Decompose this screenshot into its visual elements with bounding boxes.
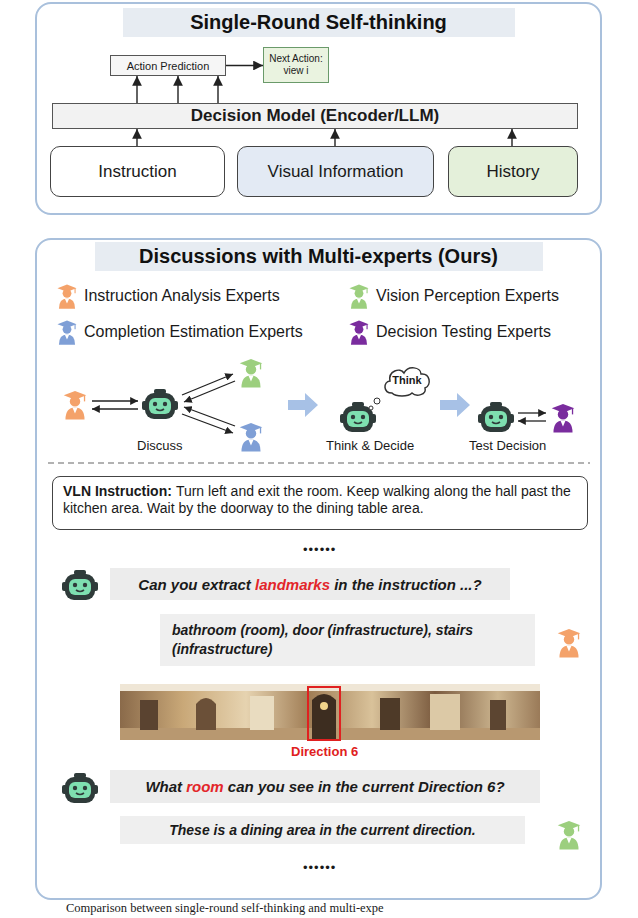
legend-text: Instruction Analysis Experts (84, 287, 280, 305)
legend-text: Completion Estimation Experts (84, 323, 303, 341)
panel-title: Single-Round Self-thinking (123, 8, 515, 37)
answer-bubble: These is a dining area in the current di… (120, 816, 525, 844)
input-box: Visual Information (237, 146, 434, 197)
legend-item: Vision Perception Experts (348, 282, 559, 309)
arrow-connector (136, 129, 137, 146)
node-text: Decision Model (Encoder/LLM) (191, 106, 439, 126)
thought-bubble: Think (382, 364, 432, 396)
input-box: Instruction (50, 146, 225, 197)
input-box: History (448, 146, 578, 197)
answer-bubble: bathroom (room), door (infrastructure), … (160, 614, 535, 666)
node-text: History (487, 162, 540, 182)
ellipsis-dots: •••••• (303, 542, 336, 557)
expert-icon (56, 318, 78, 345)
process-box: Action Prediction (110, 55, 226, 76)
arrow-connector (334, 129, 335, 146)
step-label: Think & Decide (326, 438, 414, 453)
legend-text: Decision Testing Experts (376, 323, 551, 341)
legend-item: Decision Testing Experts (348, 318, 551, 345)
panorama-image (120, 684, 540, 740)
node-text: Next Action: view i (267, 53, 325, 77)
legend-item: Instruction Analysis Experts (56, 282, 280, 309)
legend-item: Completion Estimation Experts (56, 318, 303, 345)
panel-title: Discussions with Multi-experts (Ours) (95, 242, 543, 271)
legend-text: Vision Perception Experts (376, 287, 559, 305)
arrow-connector (136, 76, 137, 103)
node-text: Think (392, 374, 421, 386)
direction-label: Direction 6 (291, 744, 358, 759)
step-label: Test Decision (469, 438, 546, 453)
dialogue-avatars (62, 570, 580, 850)
dashed-divider (48, 462, 590, 463)
node-text: Instruction (98, 162, 176, 182)
panel: Single-Round Self-thinkingAction Predict… (35, 2, 602, 215)
instruction-box: VLN Instruction:Turn left and exit the r… (52, 476, 588, 530)
node-text: Action Prediction (127, 60, 210, 72)
output-box: Next Action: view i (263, 47, 329, 83)
text-heading: VLN Instruction: (63, 483, 172, 499)
expert-icon (348, 318, 370, 345)
node-text: These is a dining area in the current di… (169, 822, 476, 838)
node-text: What room can you see in the current Dir… (145, 778, 504, 795)
arrow-connector (177, 76, 178, 103)
figure-caption: Comparison between single-round self-thi… (66, 901, 384, 916)
expert-icon (348, 282, 370, 309)
node-text: Can you extract landmarks in the instruc… (138, 576, 481, 593)
model-box: Decision Model (Encoder/LLM) (52, 103, 578, 129)
arrow-connector (217, 76, 218, 103)
node-text: bathroom (room), door (infrastructure), … (172, 621, 523, 659)
expert-icon (56, 282, 78, 309)
node-text: Visual Information (268, 162, 404, 182)
step-label: Discuss (137, 438, 183, 453)
question-bubble: What room can you see in the current Dir… (110, 770, 540, 803)
arrow-connector (511, 129, 512, 146)
ellipsis-dots: •••••• (303, 860, 336, 875)
question-bubble: Can you extract landmarks in the instruc… (110, 568, 510, 600)
arrow-connector (226, 65, 263, 66)
